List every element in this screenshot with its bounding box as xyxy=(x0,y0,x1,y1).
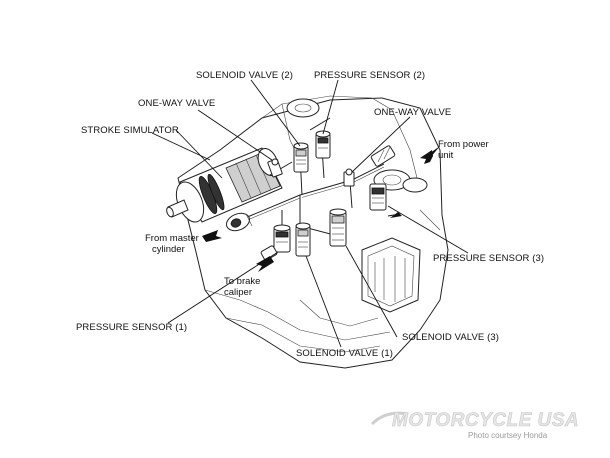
arrow-from-power-unit xyxy=(420,146,440,164)
label-pressure-sensor-2: PRESSURE SENSOR (2) xyxy=(314,70,425,81)
label-solenoid-valve-1: SOLENOID VALVE (1) xyxy=(296,348,393,359)
one-way-valve-right-part xyxy=(343,168,355,187)
pressure-sensor-1-part xyxy=(273,224,291,253)
diagram-labels: SOLENOID VALVE (2) PRESSURE SENSOR (2) O… xyxy=(76,70,544,359)
label-from-master-cylinder-1: From master xyxy=(145,233,199,244)
modulator-housing xyxy=(177,95,449,369)
label-pressure-sensor-3: PRESSURE SENSOR (3) xyxy=(433,253,544,264)
photo-credit: Photo courtsey Honda xyxy=(468,431,548,440)
pressure-sensor-3-part xyxy=(369,183,387,211)
arrow-from-master-cylinder xyxy=(202,230,222,242)
arrow-pressure-sensor-3 xyxy=(387,212,402,218)
label-from-power-unit-2: unit xyxy=(438,150,454,161)
brake-caliper-fitting xyxy=(260,245,278,261)
solenoid-valve-1-part xyxy=(295,222,311,257)
label-from-master-cylinder-2: cylinder xyxy=(152,244,185,255)
watermark-brand: MOTORCYCLE USA xyxy=(392,410,579,431)
one-way-valve-left-part xyxy=(267,158,283,178)
label-solenoid-valve-2: SOLENOID VALVE (2) xyxy=(196,70,293,81)
label-stroke-simulator: STROKE SIMULATOR xyxy=(81,125,179,136)
pressure-sensor-2-part xyxy=(315,130,331,159)
leader-lines xyxy=(151,79,469,348)
arrow-to-brake-caliper xyxy=(256,256,274,272)
label-from-power-unit-1: From power xyxy=(438,139,489,150)
watermark-swoosh-icon xyxy=(370,411,409,426)
label-pressure-sensor-1: PRESSURE SENSOR (1) xyxy=(76,322,187,333)
stroke-simulator-part xyxy=(166,147,283,223)
master-cylinder-fitting xyxy=(225,212,253,232)
solenoid-valve-3-part xyxy=(329,208,347,247)
solenoid-valve-2-part xyxy=(293,142,309,173)
watermark: MOTORCYCLE USA Photo courtsey Honda xyxy=(370,410,579,440)
power-unit-fitting xyxy=(370,145,396,167)
label-to-brake-caliper-1: To brake xyxy=(224,276,260,287)
label-to-brake-caliper-2: caliper xyxy=(224,287,252,298)
label-solenoid-valve-3: SOLENOID VALVE (3) xyxy=(402,332,499,343)
label-one-way-valve-right: ONE-WAY VALVE xyxy=(374,107,451,118)
label-one-way-valve-left: ONE-WAY VALVE xyxy=(138,98,215,109)
